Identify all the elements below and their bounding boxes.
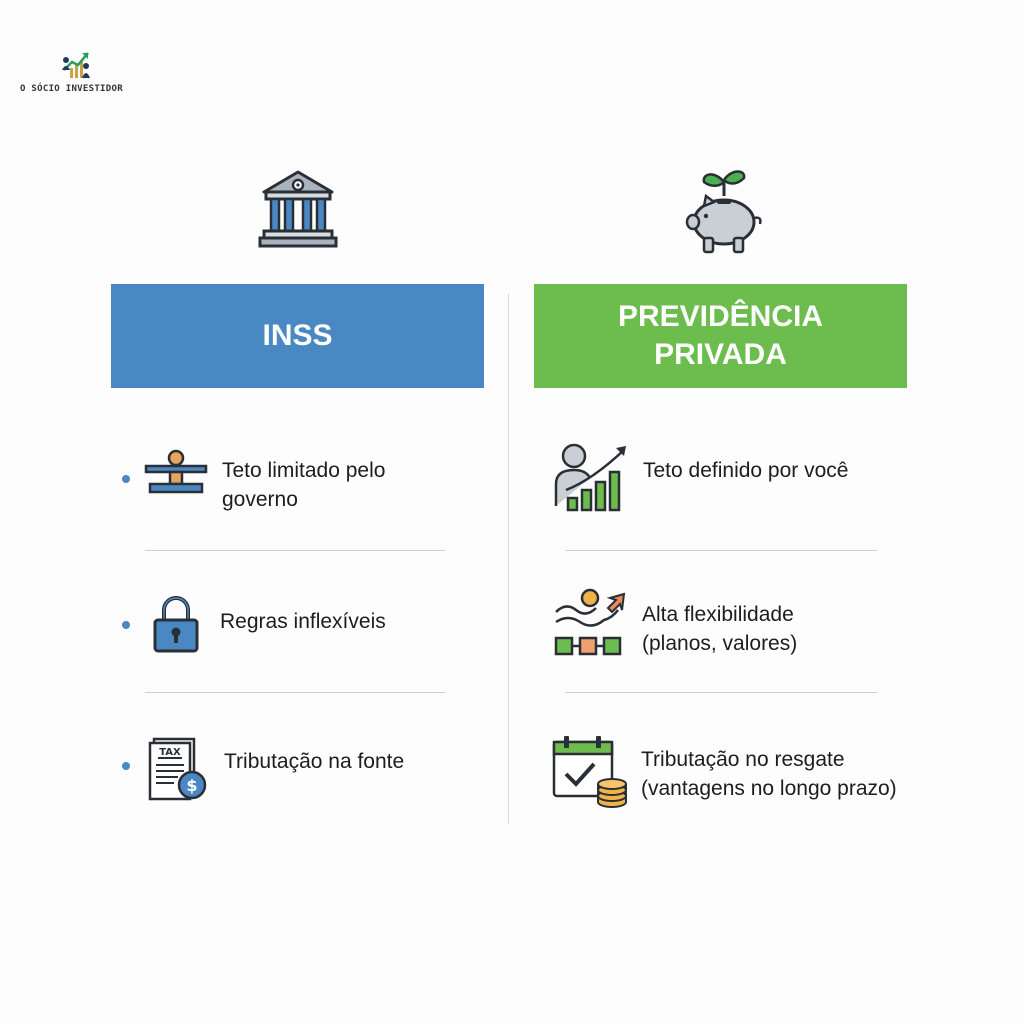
brand-name: O SÓCIO INVESTIDOR [20,84,123,94]
bullet [122,621,130,629]
bullet [122,762,130,770]
previdencia-header: PREVIDÊNCIA PRIVADA [534,284,907,388]
previdencia-item-1-text: Teto definido por você [643,459,849,482]
person-growth-chart-icon [554,443,626,512]
svg-text:$: $ [186,776,197,795]
growth-chart-people-icon [62,52,90,78]
separator [565,692,877,693]
previdencia-item-3-text: Tributação no resgate (vantagens no long… [641,748,897,800]
inss-item-2-text: Regras inflexíveis [220,610,386,633]
inss-item-1-text: Teto limitado pelo governo [222,459,386,511]
previdencia-item-2-text: Alta flexibilidade (planos, valores) [642,603,798,655]
tax-label: TAX [159,747,181,758]
column-divider [508,294,509,824]
flexibility-flow-icon [554,588,626,656]
inss-item-3-text: Tributação na fonte [224,750,405,773]
padlock-icon [153,596,199,653]
balance-scale-icon [144,449,208,494]
bullet [122,475,130,483]
separator [145,550,445,551]
piggy-bank-sprout-icon [685,170,762,254]
separator [145,692,445,693]
previdencia-title-line1: PREVIDÊNCIA [617,300,824,333]
bank-building-icon [258,170,338,248]
calendar-coins-icon [552,736,627,808]
inss-title: INSS [262,319,333,352]
previdencia-title-line2: PRIVADA [654,338,787,371]
tax-document-icon: TAX $ [148,737,207,801]
separator [565,550,877,551]
inss-header: INSS [111,284,484,388]
